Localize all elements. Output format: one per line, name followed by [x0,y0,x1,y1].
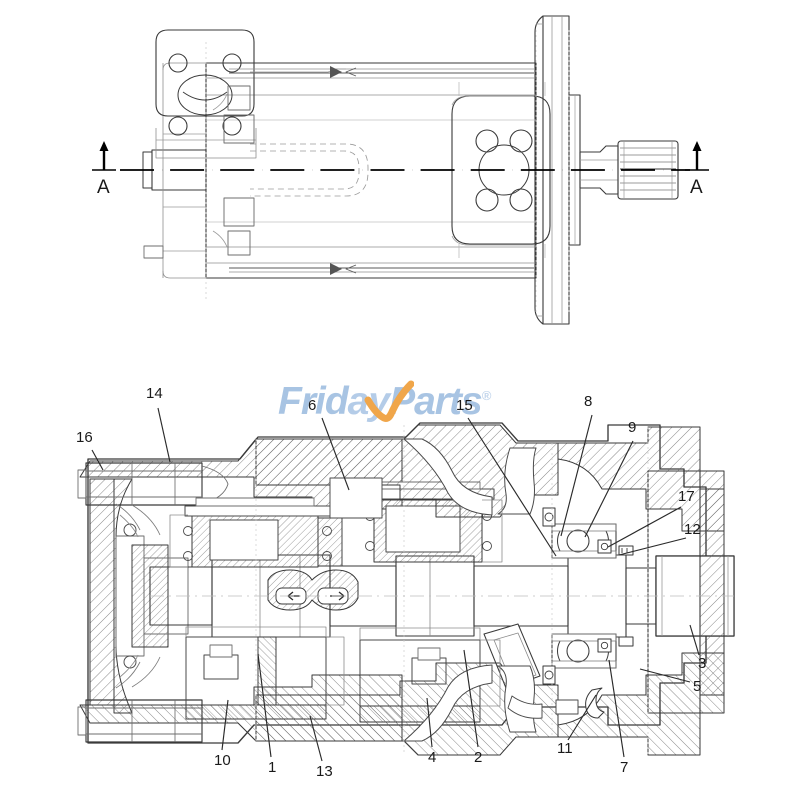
callout-label-15: 15 [456,397,473,414]
outlet-port-flange-rear [451,82,551,258]
callout-label-6: 6 [308,397,317,414]
upper-small-port [507,695,543,719]
section-arrow-left [92,141,116,171]
callout-label-2: 2 [474,749,483,766]
callout-label-13: 13 [316,763,333,780]
callout-label-3: 3 [698,655,707,672]
callout-label-5: 5 [693,678,702,695]
section-construction-lines [255,425,649,755]
watermark-text-a: a [347,380,370,423]
callout-label-7: 7 [620,759,629,776]
fine-detail-strokes [150,499,734,707]
callout-label-9: 9 [628,419,637,436]
callout-label-14: 14 [146,385,163,402]
left-seal-grooves [115,503,161,689]
pump-body-housing [205,62,537,279]
inlet-port-flange-upper [155,29,257,159]
callout-label-4: 4 [428,749,437,766]
port-opening-lower-left [77,699,203,743]
section-label-a-left: A [97,177,110,198]
shaft-seal-lower [542,665,556,685]
internal-bore-hidden-outline [250,143,369,197]
shaft-seal-upper [542,507,556,527]
cylinder-block-upper [183,497,343,568]
watermark-checkmark-icon [364,380,414,422]
projection-lines [205,30,570,312]
left-boss-details [212,85,255,256]
control-pipe-upper [229,66,534,78]
section-view-group [77,422,735,756]
section-arrow-right [685,141,709,171]
watermark-text-frid: Frid [278,380,349,423]
section-label-a-right: A [690,177,703,198]
watermark-registered-icon: ® [481,388,492,403]
retaining-ring-lower [597,636,634,653]
callout-label-16: 16 [76,429,93,446]
callout-label-12: 12 [684,521,701,538]
housing-hatch-upper-right [557,426,725,532]
callout-label-1: 1 [268,759,277,776]
callout-label-17: 17 [678,488,695,505]
control-pipe-lower [229,263,534,275]
top-view-group [142,15,679,325]
callout-label-11: 11 [557,740,573,757]
control-piston-assembly [267,569,359,611]
left-end-cap [142,62,207,279]
callout-label-8: 8 [584,393,593,410]
callout-label-10: 10 [214,752,231,769]
